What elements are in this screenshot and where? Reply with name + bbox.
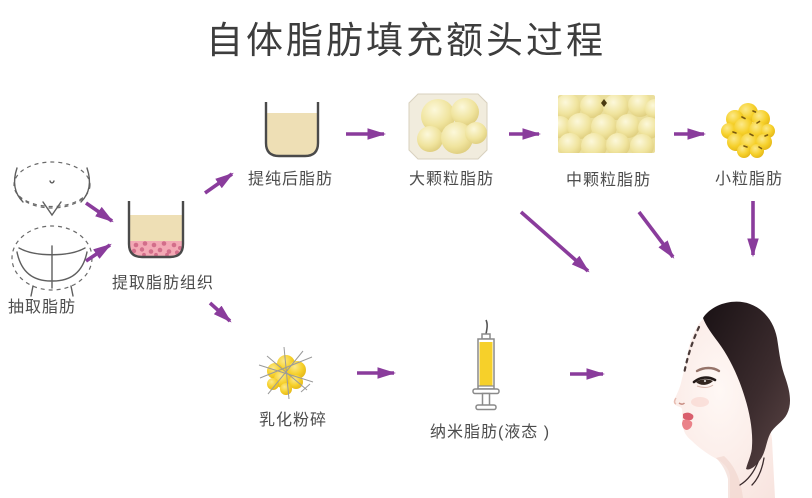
label-extract-fat: 抽取脂肪 (8, 299, 77, 316)
label-purified-fat: 提纯后脂肪 (248, 171, 334, 188)
label-emulsify-crush: 乳化粉碎 (259, 412, 328, 429)
body-liposuction-zones-icon (5, 158, 100, 298)
label-nano-fat: 纳米脂肪(液态 ) (429, 424, 551, 441)
large-fat-granules-icon (408, 93, 488, 160)
arrow-tissue-to-purified (203, 172, 234, 195)
label-medium-granule-fat: 中颗粒脂肪 (566, 172, 652, 189)
page-title: 自体脂肪填充额头过程 (206, 20, 606, 61)
arrow-large-to-face (519, 210, 590, 273)
medium-fat-granules-icon (558, 95, 655, 153)
label-large-granule-fat: 大颗粒脂肪 (409, 171, 495, 188)
arrow-tissue-to-emulsify (208, 301, 232, 323)
label-small-granule-fat: 小粒脂肪 (715, 171, 784, 188)
beaker-purified-fat-icon (262, 100, 322, 162)
label-extracted-tissue: 提取脂肪组织 (112, 275, 215, 292)
forehead-fill-area-dashed-line (682, 325, 701, 376)
arrow-medium-to-face (637, 210, 675, 259)
syringe-icon (466, 318, 506, 412)
emulsified-fat-icon (255, 344, 317, 402)
beaker-fat-tissue-icon (124, 199, 188, 263)
face-profile-forehead-icon (650, 290, 812, 498)
small-fat-granules-icon (720, 101, 776, 159)
